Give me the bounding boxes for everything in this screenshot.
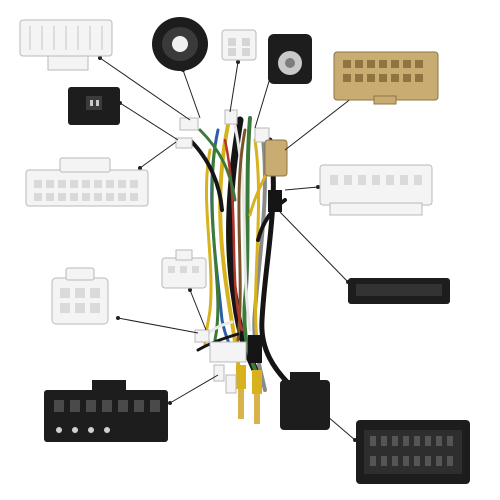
connector-round-black <box>152 17 208 71</box>
connector-white-square-left <box>51 267 109 325</box>
connector-white-small-center <box>161 249 207 289</box>
rca-plug-yellow <box>236 365 246 389</box>
connector-black-square-bottom <box>280 372 330 430</box>
connector-black-flat-right <box>348 278 450 304</box>
connector-black-square-round <box>268 34 312 84</box>
bundle-label-tag <box>209 341 247 363</box>
wire-bundle <box>188 116 293 392</box>
connector-black-iso-bottom-left <box>44 380 168 442</box>
connector-tan-top-right <box>333 51 439 105</box>
connector-white-small-top <box>221 29 257 61</box>
connector-black-small-left <box>68 87 120 125</box>
leader-lines <box>99 57 356 441</box>
connector-white-right-middle <box>319 164 433 216</box>
bundle-plugs <box>175 109 288 424</box>
connector-black-large-bottom-right <box>356 420 470 484</box>
rca-plug-yellow-2 <box>252 370 262 394</box>
connector-white-left-middle <box>25 157 149 207</box>
connector-white-top-left <box>19 19 113 71</box>
